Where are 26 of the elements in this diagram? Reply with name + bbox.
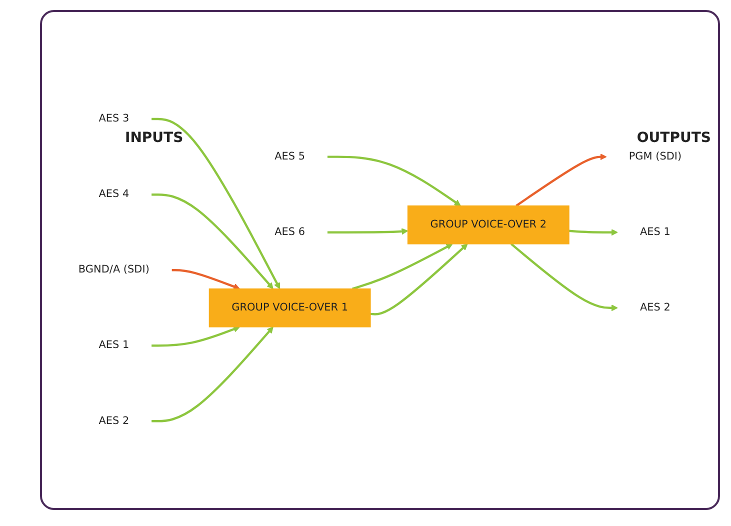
arrow [516, 153, 607, 207]
arrow [172, 268, 240, 290]
node-text: AES 5 [274, 150, 306, 162]
node-text: AES 6 [274, 226, 306, 238]
node-box: GROUP VOICE-OVER 2 [407, 205, 570, 244]
section-heading: INPUTS [125, 130, 184, 146]
node-text: AES 4 [98, 188, 130, 200]
node-text: AES 3 [98, 112, 130, 125]
node-text: PGM (SDI) [628, 150, 682, 162]
node-text: AES 2 [98, 414, 130, 427]
arrow [327, 228, 408, 235]
arrow [568, 228, 618, 236]
section-heading: OUTPUTS [636, 130, 711, 146]
arrow [152, 326, 274, 422]
arrow [152, 193, 274, 289]
arrow [370, 244, 468, 316]
arrow [152, 118, 280, 289]
node-box: GROUP VOICE-OVER 1 [208, 288, 371, 328]
node-text: AES 2 [640, 301, 670, 314]
arrow [327, 156, 461, 206]
node-text: AES 1 [640, 226, 670, 238]
arrow [510, 242, 618, 312]
node-text: BGND/A (SDI) [78, 264, 150, 276]
arrow [352, 244, 453, 290]
node-text: AES 1 [98, 339, 130, 352]
arrow [152, 326, 240, 347]
